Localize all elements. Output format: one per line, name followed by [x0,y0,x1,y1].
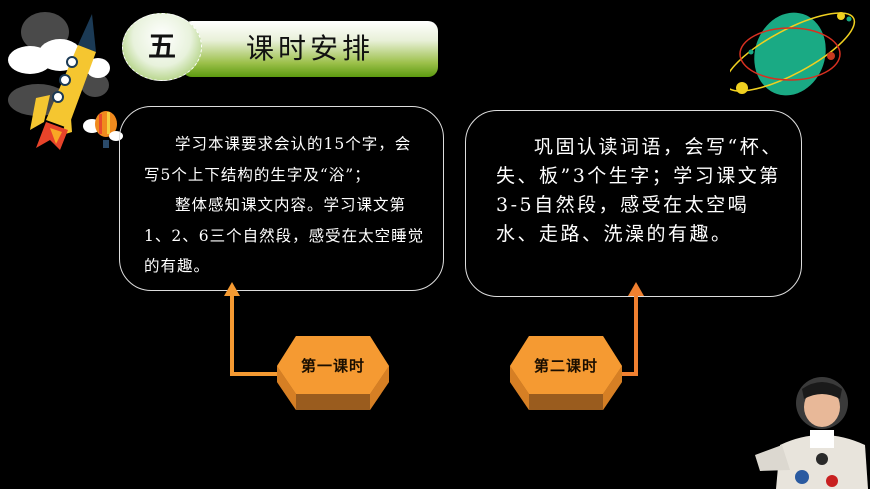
lesson-1-hex-button[interactable] [277,336,389,410]
arrow-up-icon [224,282,240,296]
lesson-1-paragraph-1: 学习本课要求会认的15个字，会写5个上下结构的生字及“浴”； [144,135,412,184]
lesson-1-label[interactable]: 第一课时 [300,357,365,375]
astronaut-photo [755,377,868,489]
lesson-2-paragraph-1: 巩固认读词语，会写“杯、失、板”3个生字；学习课文第3-5自然段，感受在太空喝水… [496,136,783,245]
lesson-2-label[interactable]: 第二课时 [533,357,598,375]
lesson-1-description-box: 学习本课要求会认的15个字，会写5个上下结构的生字及“浴”； 整体感知课文内容。… [119,106,444,291]
section-number: 五 [147,30,176,63]
title-banner [182,21,438,77]
arrow-up-icon [628,282,644,296]
lesson-2-description-box: 巩固认读词语，会写“杯、失、板”3个生字；学习课文第3-5自然段，感受在太空喝水… [465,110,802,297]
lesson-1-paragraph-2: 整体感知课文内容。学习课文第1、2、6三个自然段，感受在太空睡觉的有趣。 [144,196,425,275]
lesson-1-connector-line-h [230,372,278,376]
page-title: 课时安排 [245,32,374,65]
section-number-badge [122,13,202,81]
lesson-2-connector-line-h [620,372,638,376]
lesson-2-hex-button[interactable] [510,336,622,410]
lesson-2-connector-line [634,292,638,376]
rocket-icon [8,12,110,150]
lesson-1-connector-line [230,292,234,376]
planet-icon [730,12,856,96]
